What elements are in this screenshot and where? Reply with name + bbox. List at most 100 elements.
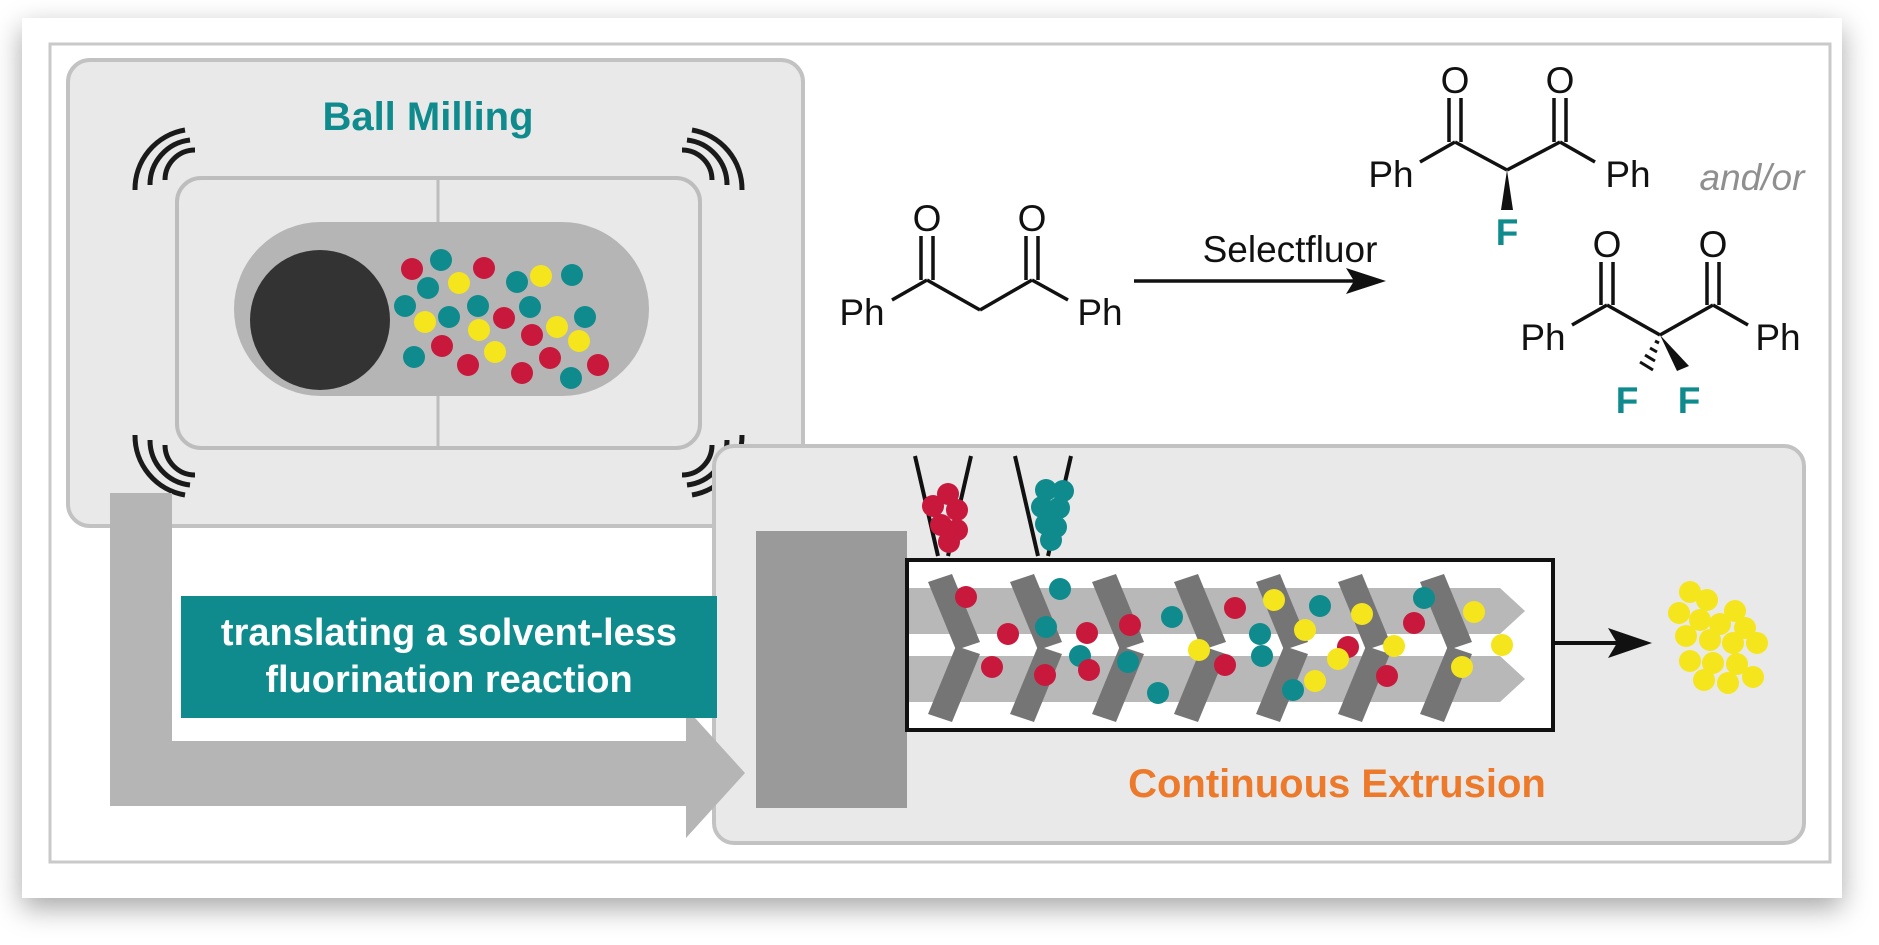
particle-yellow — [1263, 589, 1285, 611]
wedge-bond — [1501, 170, 1513, 210]
sm-oxygen-left: O — [913, 198, 942, 239]
particle-yellow — [1724, 600, 1746, 622]
hashed-bond — [1639, 339, 1660, 372]
particle-red — [457, 354, 479, 376]
mono-oxygen-left: O — [1441, 60, 1470, 101]
particle-teal — [1117, 651, 1139, 673]
barrel-particles — [955, 578, 1513, 704]
particle-teal — [467, 295, 489, 317]
particle-red — [521, 324, 543, 346]
particle-yellow — [1491, 634, 1513, 656]
particle-yellow — [530, 265, 552, 287]
particle-yellow — [1304, 670, 1326, 692]
particle-yellow — [1746, 632, 1768, 654]
particle-teal — [1031, 496, 1053, 518]
particle-teal — [1040, 529, 1062, 551]
particle-teal — [417, 277, 439, 299]
hopper-teal — [1013, 455, 1074, 557]
particle-red — [511, 362, 533, 384]
particle-red — [1403, 612, 1425, 634]
particle-yellow — [484, 341, 506, 363]
particle-teal — [1049, 578, 1071, 600]
particle-red — [473, 257, 495, 279]
reaction-scheme: O O Ph Ph Selectfluor O O Ph Ph F and/or — [839, 60, 1806, 421]
particle-red — [587, 354, 609, 376]
jar-particles — [394, 249, 609, 389]
particle-yellow — [1742, 666, 1764, 688]
particle-teal — [438, 306, 460, 328]
particle-teal — [1161, 606, 1183, 628]
particle-teal — [560, 367, 582, 389]
particle-yellow — [1679, 650, 1701, 672]
banner-background — [181, 596, 717, 718]
particle-red — [1119, 614, 1141, 636]
particle-yellow — [1693, 669, 1715, 691]
translation-banner: translating a solvent-less fluorination … — [181, 596, 717, 718]
continuous-extrusion-title: Continuous Extrusion — [1128, 762, 1546, 806]
particle-yellow — [1734, 617, 1756, 639]
product-pile — [1668, 581, 1768, 694]
particle-yellow — [1294, 619, 1316, 641]
ball-milling-title: Ball Milling — [322, 95, 533, 139]
di-phenyl-left: Ph — [1520, 317, 1565, 358]
ball-milling-panel: Ball Milling — [66, 58, 805, 528]
particle-red — [938, 531, 960, 553]
particle-yellow — [1351, 603, 1373, 625]
particle-teal — [1282, 679, 1304, 701]
particle-red — [937, 483, 959, 505]
extruder-motor-block — [756, 531, 907, 808]
particle-teal — [403, 346, 425, 368]
particle-teal — [1251, 645, 1273, 667]
and-or-label: and/or — [1700, 157, 1807, 198]
particle-yellow — [1702, 652, 1724, 674]
particle-teal — [1035, 479, 1057, 501]
particle-yellow — [546, 316, 568, 338]
particle-yellow — [1722, 632, 1744, 654]
particle-yellow — [1451, 656, 1473, 678]
particle-teal — [1147, 682, 1169, 704]
di-fluorine-right: F — [1678, 380, 1701, 421]
particle-red — [539, 347, 561, 369]
particle-red — [981, 656, 1003, 678]
particle-yellow — [1383, 635, 1405, 657]
particle-teal — [1035, 616, 1057, 638]
mono-oxygen-right: O — [1546, 60, 1575, 101]
particle-yellow — [1699, 629, 1721, 651]
particle-yellow — [1188, 639, 1210, 661]
wedge-bond-difluoro — [1660, 335, 1689, 371]
inner-frame — [48, 42, 1832, 864]
particle-red — [946, 499, 968, 521]
monofluoro-product-structure — [1419, 98, 1596, 172]
particle-yellow — [448, 272, 470, 294]
mono-phenyl-right: Ph — [1605, 154, 1650, 195]
particle-teal — [1413, 587, 1435, 609]
particle-red — [1034, 664, 1056, 686]
reaction-arrow-head — [1346, 268, 1386, 294]
reagent-label: Selectfluor — [1203, 229, 1378, 270]
particle-teal — [506, 271, 528, 293]
particle-yellow — [1463, 601, 1485, 623]
di-oxygen-right: O — [1699, 224, 1728, 265]
sm-oxygen-right: O — [1018, 198, 1047, 239]
particle-teal — [1052, 480, 1074, 502]
mono-fluorine: F — [1496, 212, 1519, 253]
particle-teal — [394, 295, 416, 317]
banner-line-2: fluorination reaction — [265, 659, 632, 701]
mono-phenyl-left: Ph — [1368, 154, 1413, 195]
particle-teal — [519, 296, 541, 318]
extruder — [756, 455, 1768, 808]
particle-teal — [561, 264, 583, 286]
particle-yellow — [1726, 653, 1748, 675]
particle-yellow — [568, 330, 590, 352]
banner-line-1: translating a solvent-less — [221, 612, 677, 654]
hopper-red — [913, 455, 973, 557]
particle-yellow — [1327, 648, 1349, 670]
particle-yellow — [1675, 625, 1697, 647]
particle-red — [1376, 665, 1398, 687]
particle-red — [1076, 622, 1098, 644]
particle-teal — [574, 306, 596, 328]
particle-yellow — [1668, 602, 1690, 624]
particle-yellow — [1709, 613, 1731, 635]
particle-red — [1224, 597, 1246, 619]
